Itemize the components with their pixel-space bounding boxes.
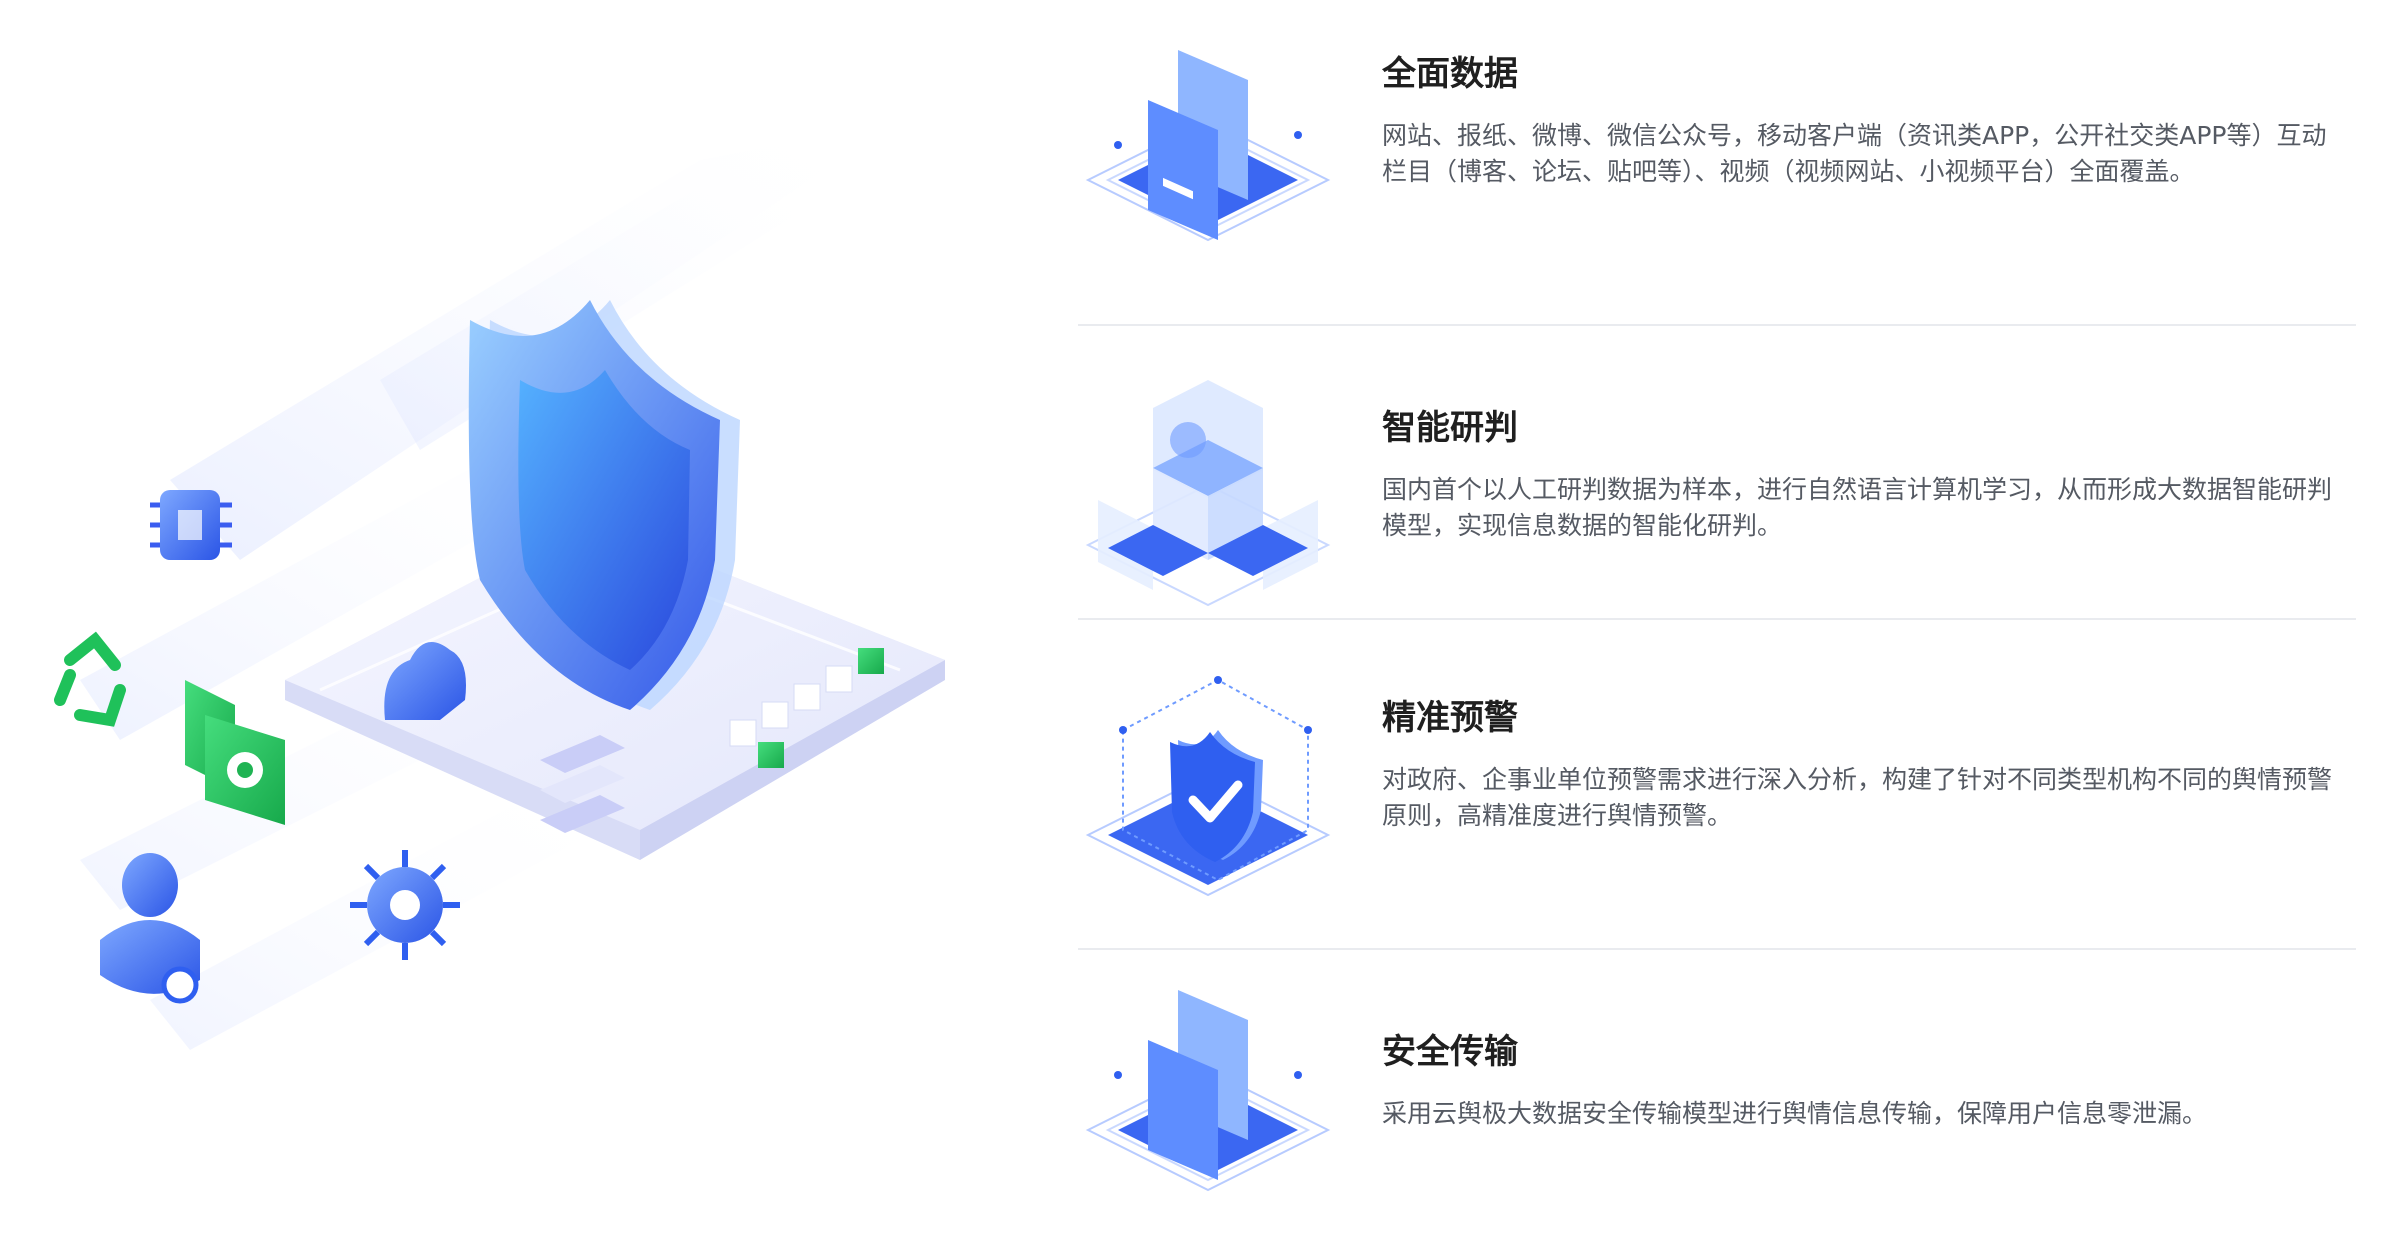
hero-illustration: [0, 0, 1010, 1202]
shield-check-icon: [1078, 660, 1338, 920]
gear-folder-icon: [185, 680, 285, 825]
divider: [1078, 618, 2356, 620]
feature-description: 国内首个以人工研判数据为样本，进行自然语言计算机学习，从而形成大数据智能研判模型…: [1382, 475, 2333, 540]
recycle-icon: [54, 631, 126, 727]
feature-title: 安全传输: [1382, 1032, 1518, 1072]
feature-description: 采用云舆极大数据安全传输模型进行舆情信息传输，保障用户信息零泄漏。: [1382, 1099, 2208, 1128]
feature-title: 精准预警: [1382, 698, 1518, 738]
feature-title: 全面数据: [1382, 54, 1518, 94]
documents-stack-icon: [1078, 980, 1338, 1240]
feature-description: 网站、报纸、微博、微信公众号，移动客户端（资讯类APP，公开社交类APP等）互动…: [1382, 121, 2327, 186]
shield-icon: [468, 300, 740, 710]
divider: [1078, 948, 2356, 950]
feature-list: 全面数据 网站、报纸、微博、微信公众号，移动客户端（资讯类APP，公开社交类AP…: [1078, 0, 2356, 1202]
divider: [1078, 324, 2356, 326]
cubes-icon: [1078, 370, 1338, 630]
user-icon: [100, 853, 200, 1004]
data-blocks: [729, 648, 884, 768]
virus-icon: [350, 850, 460, 960]
documents-stack-icon: [1078, 30, 1338, 290]
feature-description: 对政府、企事业单位预警需求进行深入分析，构建了针对不同类型机构不同的舆情预警原则…: [1382, 765, 2333, 830]
chip-icon: [150, 490, 232, 560]
cloud-icon: [384, 642, 466, 720]
feature-title: 智能研判: [1382, 408, 1518, 448]
